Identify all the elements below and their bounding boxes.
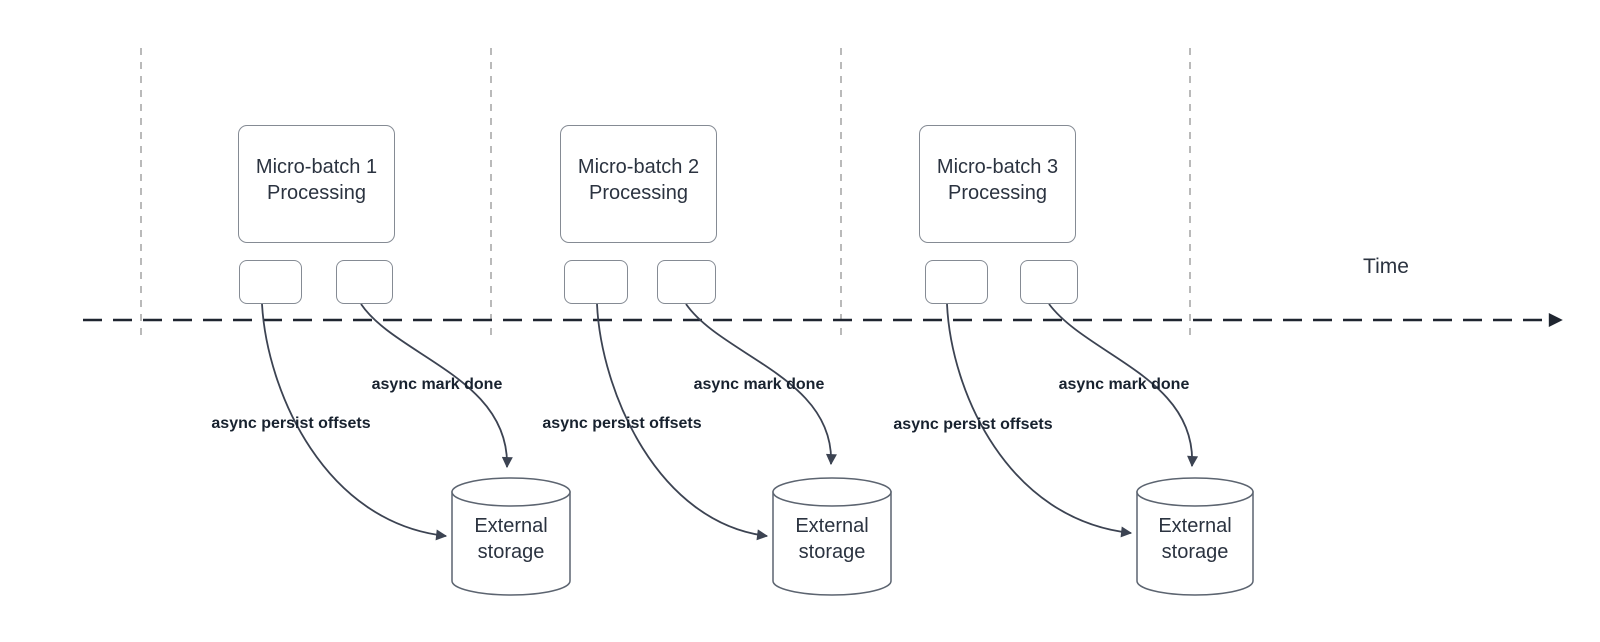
micro-batch-1-task-box-left	[239, 260, 302, 304]
micro-batch-2-task-box-right	[657, 260, 716, 304]
micro-batch-3-task-box-right	[1020, 260, 1078, 304]
async-persist-offsets-label-1: async persist offsets	[211, 415, 371, 432]
external-storage-cylinder-3	[1136, 477, 1254, 596]
cylinder-top-2	[772, 477, 892, 507]
async-mark-done-label-2: async mark done	[693, 376, 825, 393]
micro-batch-2-task-box-left	[564, 260, 628, 304]
micro-batch-3-task-box-left	[925, 260, 988, 304]
mark-done-arrow-1	[360, 303, 513, 469]
mark-done-arrow-3	[1048, 303, 1199, 468]
micro-batch-2-processing-box: Micro-batch 2 Processing	[560, 125, 717, 243]
cylinder-body-2	[772, 491, 892, 596]
mark-done-arrow-2	[685, 303, 837, 466]
external-storage-cylinder-2	[772, 477, 892, 596]
cylinder-top-3	[1136, 477, 1254, 507]
cylinder-body-1	[451, 491, 571, 596]
persist-offsets-arrow-1	[261, 303, 448, 541]
external-storage-cylinder-1	[451, 477, 571, 596]
external-storage-label-1: External storage	[474, 515, 548, 563]
external-storage-label-2: External storage	[795, 515, 869, 563]
micro-batch-1-processing-box: Micro-batch 1 Processing	[238, 125, 395, 243]
async-mark-done-label-3: async mark done	[1058, 376, 1190, 393]
micro-batch-3-processing-box: Micro-batch 3 Processing	[919, 125, 1076, 243]
external-storage-label-3: External storage	[1158, 515, 1232, 563]
persist-offsets-arrow-3	[946, 303, 1133, 538]
cylinder-top-1	[451, 477, 571, 507]
async-mark-done-label-1: async mark done	[371, 376, 503, 393]
async-persist-offsets-label-2: async persist offsets	[542, 415, 702, 432]
persist-offsets-arrow-2	[596, 303, 769, 541]
cylinder-body-3	[1136, 491, 1254, 596]
async-persist-offsets-label-3: async persist offsets	[893, 416, 1053, 433]
time-axis-label: Time	[1363, 255, 1409, 278]
micro-batch-1-task-box-right	[336, 260, 393, 304]
